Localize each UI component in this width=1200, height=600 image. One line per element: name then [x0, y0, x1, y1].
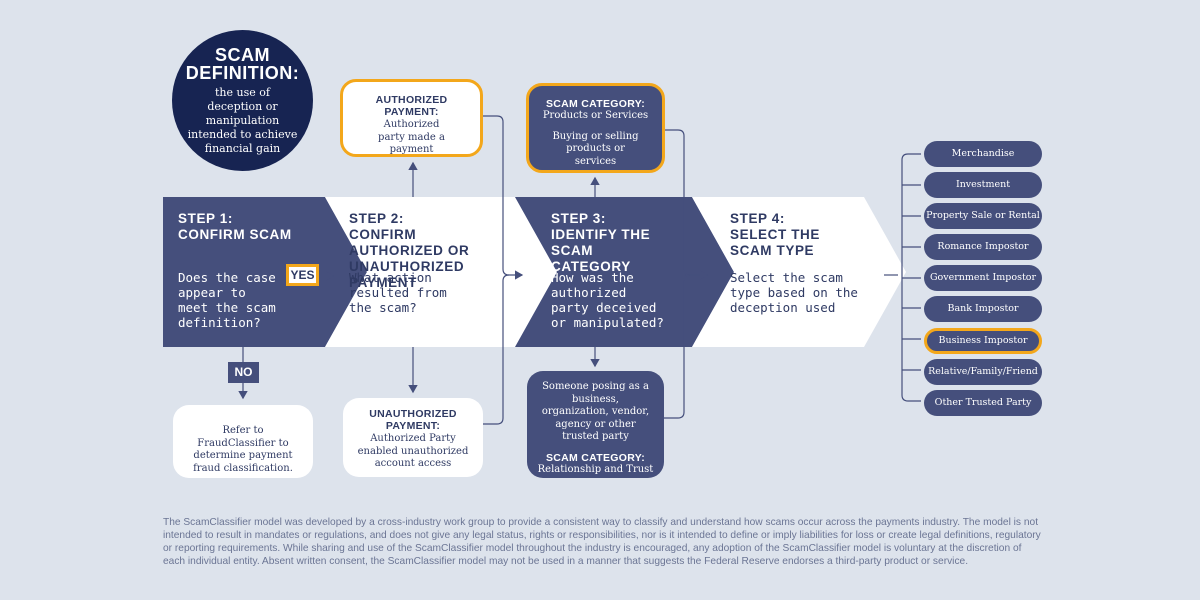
products-to-step4	[663, 129, 709, 280]
scam-type-merchandise: Merchandise	[924, 141, 1042, 167]
category-products-subtitle: Products or Services	[542, 110, 649, 121]
fraud-classifier-box: Refer to FraudClassifier to determine pa…	[173, 405, 313, 478]
step-2-label: STEP 2:	[349, 211, 404, 226]
disclaimer-footnote: The ScamClassifier model was developed b…	[163, 517, 1041, 567]
category-relationship-title: SCAM CATEGORY:	[545, 451, 646, 464]
authorized-title-line1: AUTHORIZED	[375, 94, 448, 106]
step-1-band	[163, 197, 367, 347]
definition-text: the use of deception or manipulation int…	[187, 86, 298, 155]
step-3-question: How was the authorized party deceived or…	[551, 270, 664, 330]
category-relationship-box: Someone posing as a business, organizati…	[527, 371, 664, 478]
scam-type-investment: Investment	[924, 172, 1042, 199]
scam-type-list: Merchandise Investment Property Sale or …	[924, 141, 1042, 421]
scam-type-relative-family-friend: Relative/Family/Friend	[924, 358, 1042, 385]
scam-type-bank-impostor: Bank Impostor	[924, 296, 1042, 323]
step-2-question: What action resulted from the scam?	[349, 270, 447, 315]
category-products-text: Buying or selling products or services	[552, 130, 639, 167]
category-relationship-text: Someone posing as a business, organizati…	[541, 381, 650, 442]
step-4-band	[692, 197, 906, 347]
unauthorized-text: Authorized Party enabled unauthorized ac…	[357, 433, 469, 469]
step-1-title: CONFIRM SCAM	[178, 227, 292, 242]
step-2: STEP 2: CONFIRM AUTHORIZED OR UNAUTHORIZ…	[349, 211, 509, 291]
scam-type-business-impostor: Business Impostor	[924, 327, 1042, 354]
step-3-label: STEP 3:	[551, 211, 606, 226]
relationship-to-step4	[663, 274, 691, 419]
scam-definition-circle: SCAM DEFINITION: the use of deception or…	[172, 30, 313, 171]
yes-label: YES	[286, 264, 319, 286]
step-4: STEP 4: SELECT THE SCAM TYPE	[730, 211, 850, 259]
step-3-title: IDENTIFY THE SCAM CATEGORY	[551, 227, 651, 274]
definition-title-line2: DEFINITION:	[185, 63, 300, 83]
scam-type-government-impostor: Government Impostor	[924, 265, 1042, 292]
authorized-payment-box: AUTHORIZED PAYMENT: Authorized party mad…	[340, 79, 483, 157]
step-3-band	[515, 197, 734, 347]
fraud-classifier-text: Refer to FraudClassifier to determine pa…	[193, 425, 293, 474]
step-1: STEP 1: CONFIRM SCAM	[178, 211, 318, 243]
step-1-label: STEP 1:	[178, 211, 233, 226]
unauthorized-payment-box: UNAUTHORIZED PAYMENT: Authorized Party e…	[343, 398, 483, 477]
authorized-title-line2: PAYMENT:	[384, 106, 439, 118]
scam-type-other-trusted-party: Other Trusted Party	[924, 389, 1042, 416]
authorized-text: Authorized party made a payment	[378, 119, 445, 155]
unauthorized-title-line1: UNAUTHORIZED	[369, 408, 457, 420]
unauthorized-title-line2: PAYMENT:	[385, 420, 441, 432]
no-label: NO	[228, 362, 259, 383]
step-2-title: CONFIRM AUTHORIZED OR UNAUTHORIZED PAYME…	[349, 227, 470, 290]
category-relationship-subtitle: Relationship and Trust	[537, 463, 654, 475]
definition-title-line1: SCAM	[215, 45, 270, 65]
step-1-question: Does the case appear to meet the scam de…	[178, 270, 276, 330]
scam-type-property: Property Sale or Rental	[924, 203, 1042, 230]
category-products-title: SCAM CATEGORY:	[545, 98, 646, 110]
category-products-box: SCAM CATEGORY: Products or Services Buyi…	[526, 83, 665, 173]
unauthorized-to-step3	[483, 274, 510, 425]
step-4-label: STEP 4:	[730, 211, 785, 226]
step-4-question: Select the scam type based on the decept…	[730, 270, 858, 315]
step-2-band	[325, 197, 557, 347]
authorized-to-step3	[483, 115, 524, 280]
step-3: STEP 3: IDENTIFY THE SCAM CATEGORY	[551, 211, 671, 275]
scam-type-romance-impostor: Romance Impostor	[924, 234, 1042, 261]
step-4-title: SELECT THE SCAM TYPE	[730, 227, 821, 258]
